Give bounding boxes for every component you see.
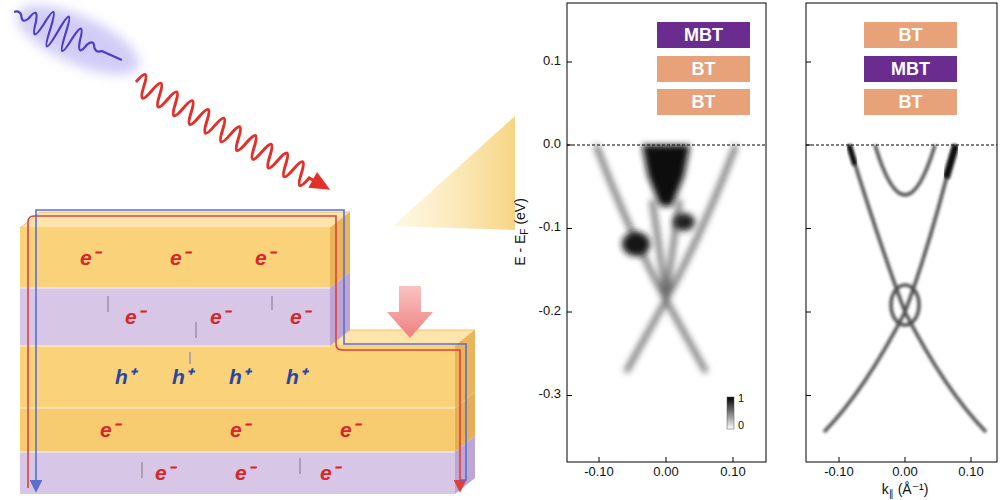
red-wave-arrow [131,72,336,199]
bright-band [946,145,956,178]
panel-frame [806,3,997,462]
light-beam [393,116,515,230]
bright-band [849,145,855,165]
defect-marks [108,296,300,478]
axis-label-part: (eV) [512,198,528,224]
bright-spot [673,213,695,231]
pink-arrow [387,286,433,338]
edge-state-red [28,216,460,488]
layer-name: BT [899,25,923,46]
colorbar-min: 0 [738,419,744,432]
y-tick: -0.1 [539,220,561,235]
electron: e⁻ [170,246,189,270]
layer-box: BT [864,89,957,115]
layer-box: BT [657,89,750,115]
layer-box: BT [657,56,750,82]
layer-mbt [20,452,455,494]
axis-label-part: E - E [512,235,528,266]
x-tick: 0.00 [653,465,678,480]
electron: e⁻ [125,305,144,329]
layer-bt [20,228,330,288]
colorbar [727,397,734,429]
axis-ticks [567,62,971,462]
layer-box: MBT [864,56,957,82]
bright-spot [622,232,650,256]
y-axis-label: E - EF (eV) [512,198,528,266]
layer-side [455,436,475,494]
layer-box: BT [864,22,957,48]
layer-name: BT [899,92,923,113]
axis-label-part: F [519,229,530,235]
bands [824,145,986,432]
arpes-panel-1 [596,145,736,429]
bright-spot [642,145,690,206]
red-wave [131,72,322,191]
panel-frame [567,3,766,462]
pulse-wave [7,0,129,76]
layer-mbt [20,288,330,346]
x-tick: 0.00 [892,465,917,480]
layer-name: BT [692,92,716,113]
electron: e⁻ [255,246,274,270]
electron: e⁻ [210,305,229,329]
hole: h⁺ [286,365,306,389]
axis-label-part: k [882,481,889,497]
x-tick: -0.10 [584,465,614,480]
arrowhead [308,172,334,197]
y-tick: -0.2 [539,304,561,319]
y-tick: 0.1 [543,54,561,69]
electron: e⁻ [155,461,174,485]
pulse-glow [8,0,148,89]
layer-name: MBT [684,25,723,46]
x-axis-label: k∥ (Å⁻¹) [882,481,929,497]
electron: e⁻ [340,418,359,442]
x-tick: -0.10 [824,465,854,480]
electron: e⁻ [235,461,254,485]
hole: h⁺ [229,365,249,389]
fermi-level [806,145,997,146]
layer-box: MBT [657,22,750,48]
electron: e⁻ [320,461,339,485]
hole: h⁺ [172,365,192,389]
colorbar-max: 1 [738,392,744,405]
y-tick: 0.0 [543,137,561,152]
layer-top-face [20,212,350,228]
edge-state-blue [36,210,466,488]
x-tick: 0.10 [958,465,983,480]
layer-name: MBT [891,59,930,80]
layer-bt [20,346,455,408]
x-tick: 0.10 [720,465,745,480]
layer-bt [20,408,455,452]
fermi-level [567,145,766,146]
layer-name: BT [692,59,716,80]
electron: e⁻ [80,246,99,270]
y-tick: -0.3 [539,387,561,402]
arpes-panel-2 [824,145,986,432]
axis-label-part: ∥ [889,488,894,499]
electron: e⁻ [230,418,249,442]
bands [596,145,736,372]
hole: h⁺ [115,365,135,389]
axis-label-part: (Å⁻¹) [898,481,929,497]
electron: e⁻ [290,305,309,329]
electron: e⁻ [100,418,119,442]
light-pulse [7,0,129,76]
